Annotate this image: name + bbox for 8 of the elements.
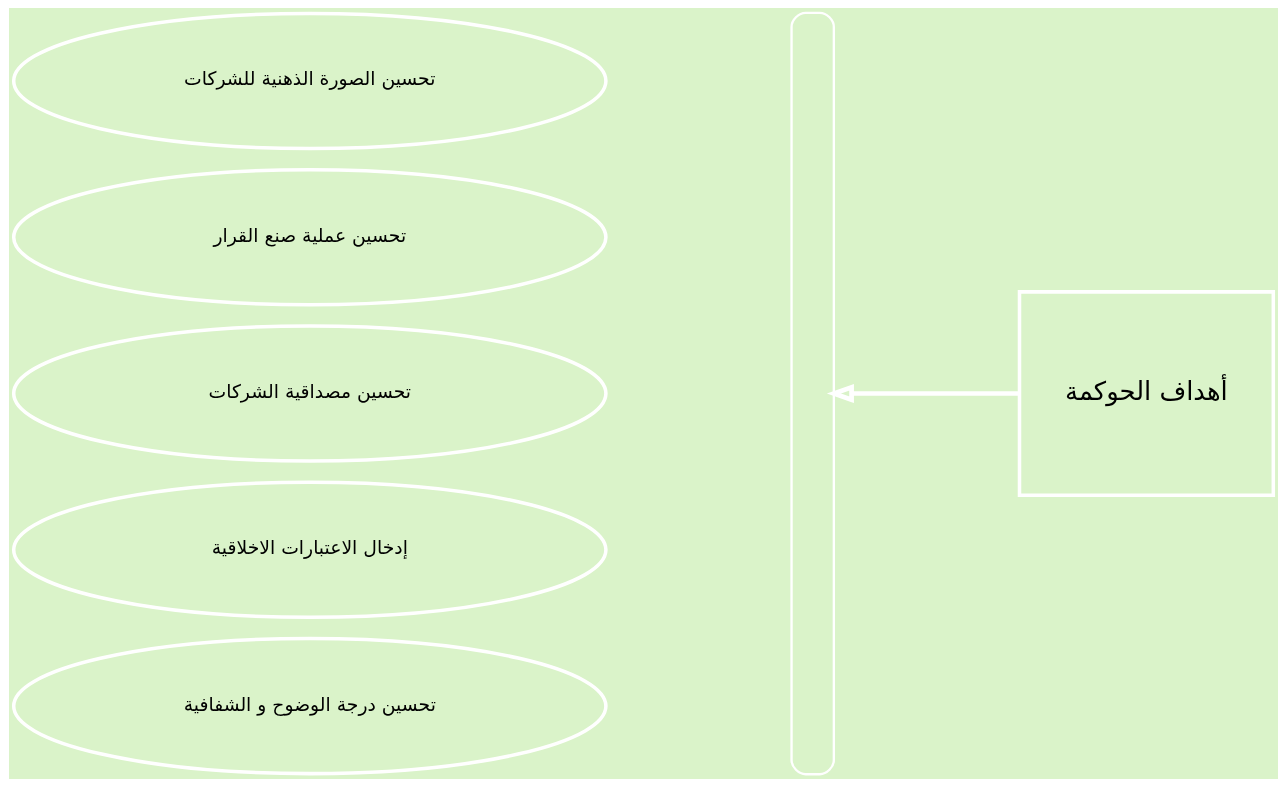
node-ellipse: تحسين درجة الوضوح و الشفافية [11,636,608,776]
node-bar [789,11,835,776]
node-ellipse: تحسين مصداقية الشركات [11,324,608,463]
node-box: أهداف الحوكمة [1017,290,1275,497]
node-ellipse: تحسين الصورة الذهنية للشركات [11,11,608,151]
node-ellipse: إدخال الاعتبارات الاخلاقية [11,480,608,620]
node-ellipse: تحسين عملية صنع القرار [11,167,608,307]
arrow [826,384,1019,403]
